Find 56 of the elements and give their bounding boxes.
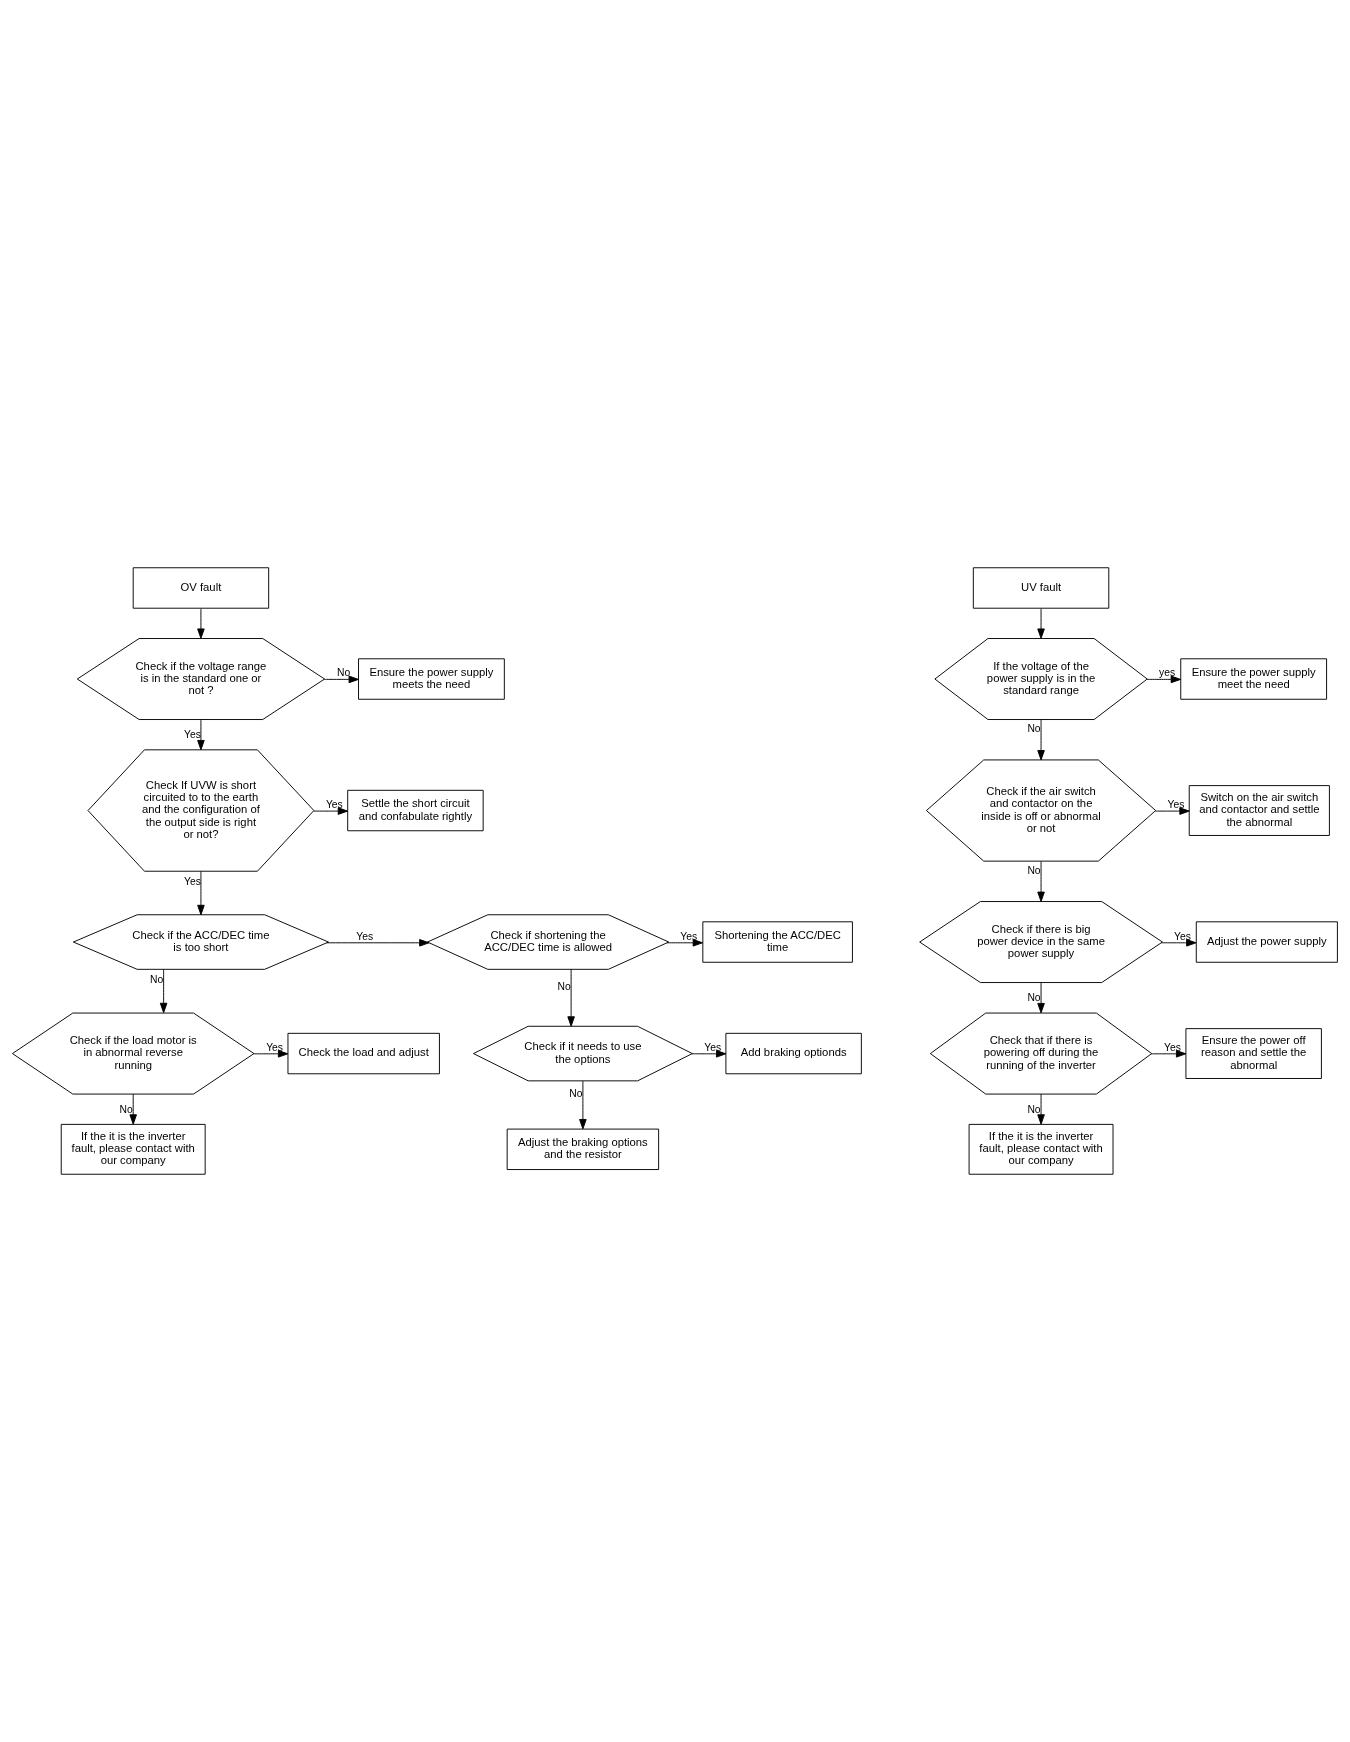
arrow (1037, 1093, 1045, 1125)
arrow (579, 1080, 587, 1130)
node-box: Switch on the air switch and contactor and settle the abnormal (1188, 785, 1330, 836)
arrow (197, 608, 205, 639)
edge-label: No (1027, 1103, 1041, 1115)
edge-label: Yes (1167, 799, 1185, 811)
arrow (567, 968, 575, 1027)
arrow (666, 939, 703, 947)
node-box: Settle the short circuit and confabulate rightly (347, 789, 484, 832)
edge-label: Yes (325, 799, 343, 811)
arrow (323, 675, 359, 684)
arrow (159, 968, 168, 1014)
edge-label: Yes (266, 1041, 284, 1053)
edge-label: Yes (1163, 1041, 1181, 1053)
node-box: OV fault (132, 567, 270, 609)
edge-label: No (1027, 723, 1041, 735)
edge-label: Yes (184, 876, 201, 888)
node-box: Ensure the power supply meets the need (358, 658, 505, 700)
edge-label: No (557, 981, 571, 993)
node-box: If the it is the inverter fault, please contact with our company (60, 1123, 206, 1175)
node-box: UV fault (972, 567, 1110, 609)
edge-label: Yes (704, 1041, 722, 1053)
arrow (197, 719, 205, 751)
node-box: Check the load and adjust (287, 1032, 440, 1075)
node-box: If the it is the inverter fault, please contact with our company (968, 1123, 1114, 1175)
arrow (691, 1050, 727, 1058)
arrow (1037, 982, 1045, 1014)
edge-label: Yes (356, 930, 374, 942)
edge-label: No (1027, 864, 1041, 876)
edge-label: Yes (1174, 930, 1191, 942)
arrow (1037, 608, 1045, 639)
arrow (1037, 860, 1045, 902)
node-box: Shortening the ACC/DEC time (702, 921, 853, 963)
edge-label: Yes (184, 729, 201, 741)
node-box: Adjust the braking options and the resistor (506, 1128, 660, 1170)
edge-label: No (569, 1088, 583, 1100)
arrow (313, 807, 349, 815)
edge-label: No (337, 667, 351, 679)
arrow (1161, 939, 1197, 947)
edge-label: Yes (680, 930, 698, 942)
arrow (1146, 675, 1182, 684)
edge-label: No (149, 974, 164, 986)
arrow (129, 1093, 137, 1125)
node-box: Ensure the power off reason and settle the abnormal (1185, 1028, 1322, 1079)
arrow (1150, 1050, 1187, 1058)
arrow (197, 870, 205, 916)
node-box: Ensure the power supply meet the need (1180, 658, 1328, 700)
edge-label: No (119, 1103, 133, 1115)
node-box: Add braking optionds (725, 1032, 862, 1075)
arrow (1037, 719, 1045, 761)
edge-label: No (1027, 992, 1041, 1004)
arrow (326, 939, 430, 947)
arrow (1154, 807, 1190, 815)
arrow (253, 1050, 289, 1058)
edge-label: yes (1159, 667, 1176, 679)
node-box: Adjust the power supply (1195, 921, 1338, 963)
